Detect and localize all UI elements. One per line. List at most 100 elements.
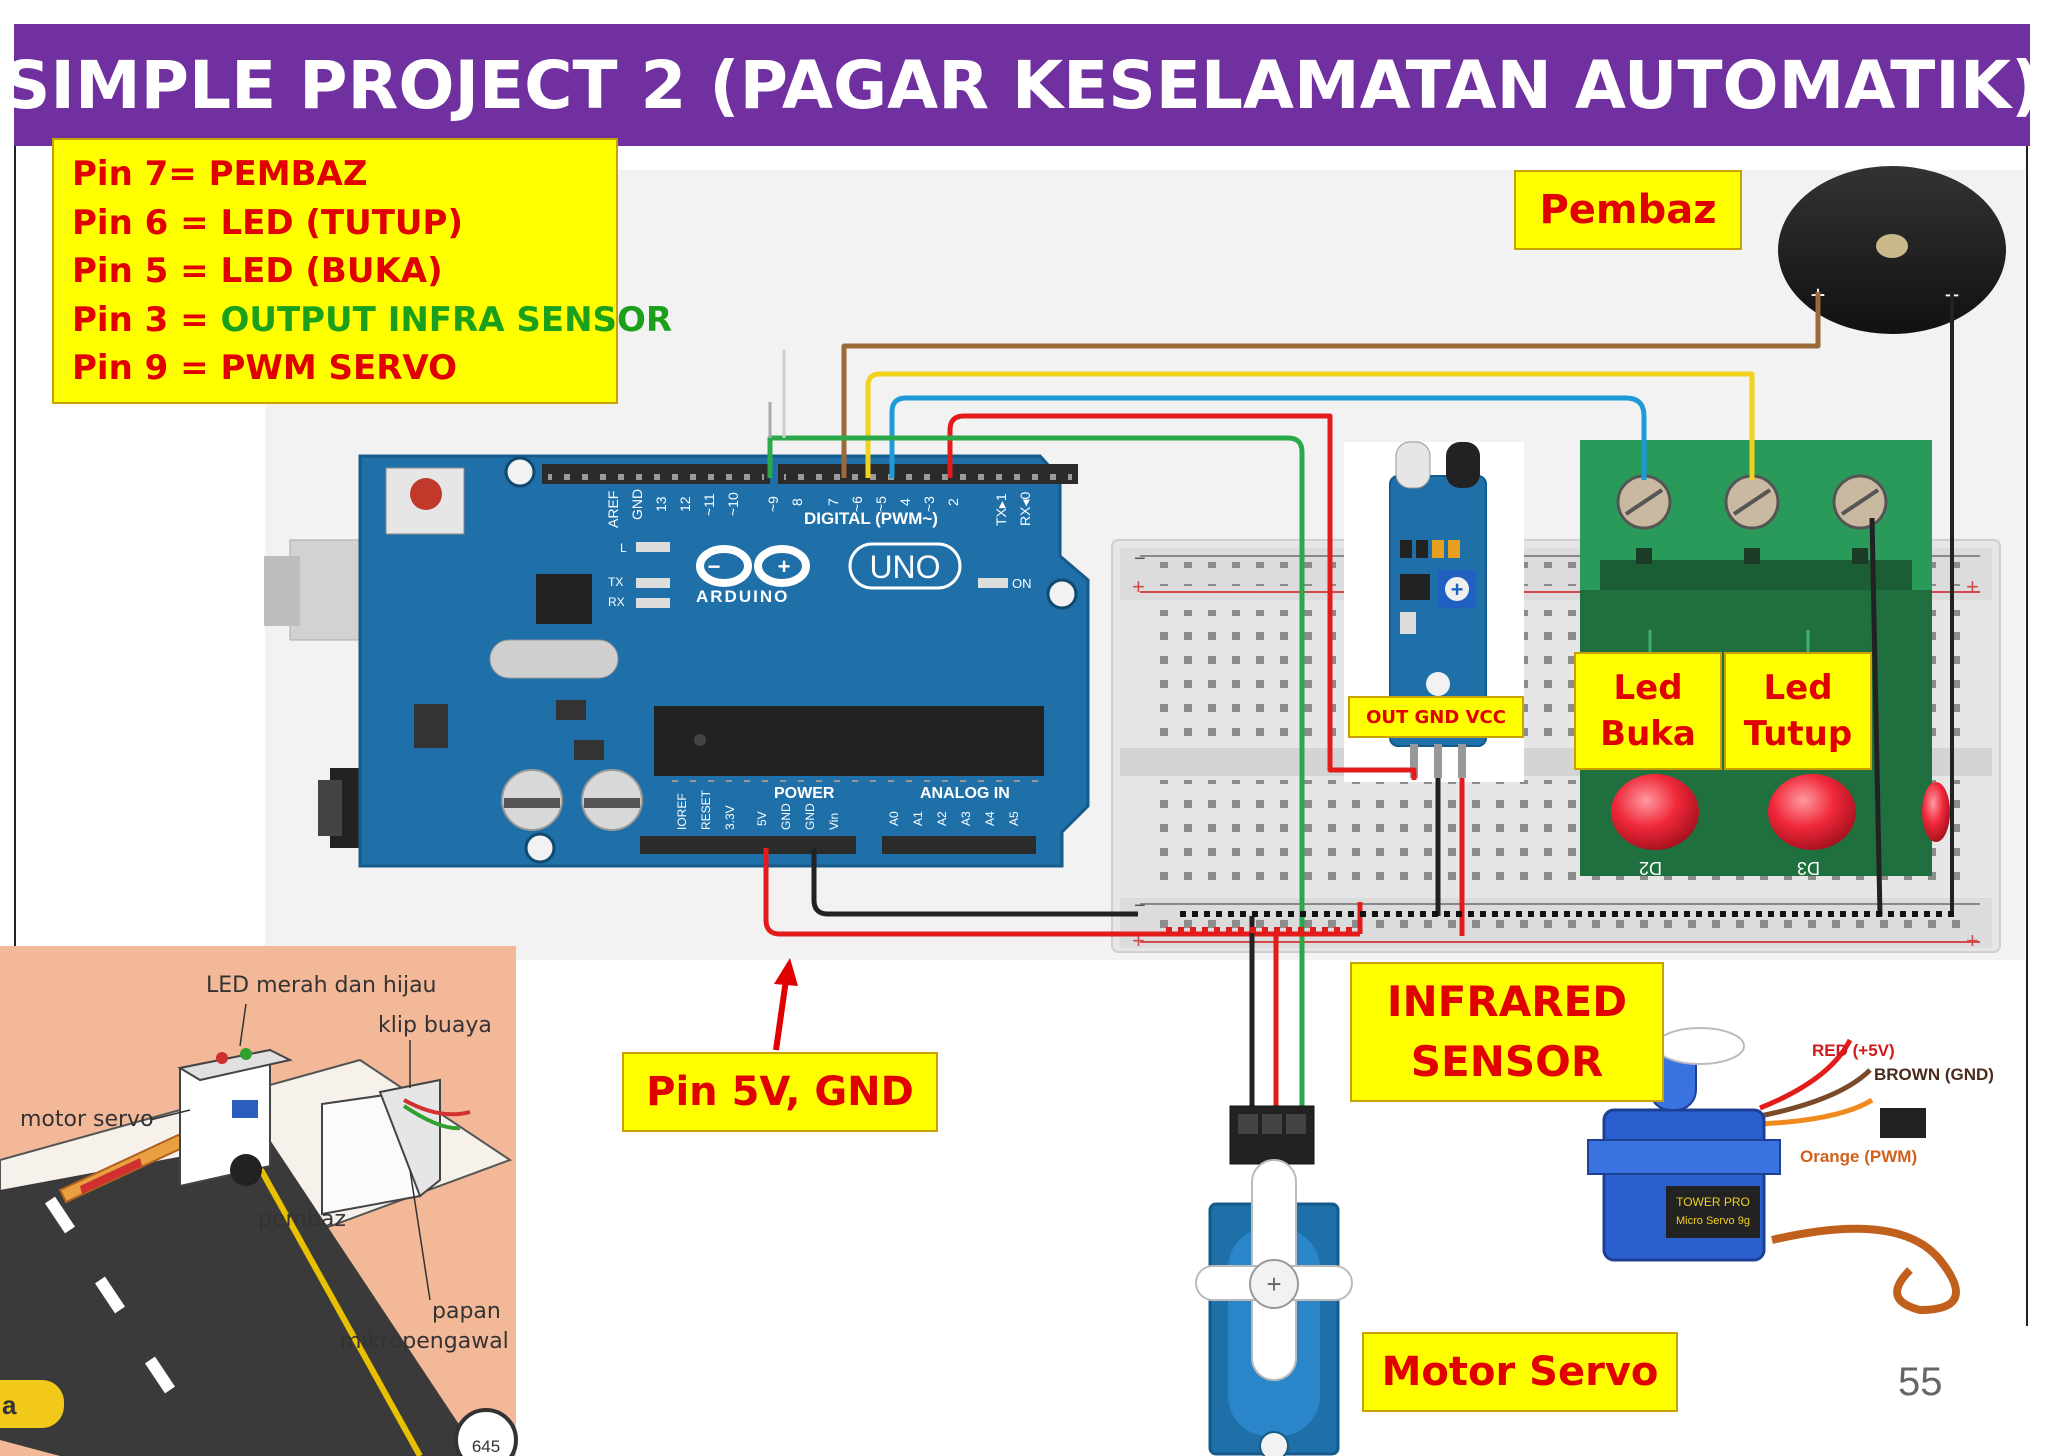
infrared-line2: SENSOR bbox=[1410, 1037, 1604, 1086]
led-tutup-line1: Led bbox=[1763, 668, 1833, 708]
svg-text:RED (+5V): RED (+5V) bbox=[1812, 1041, 1895, 1060]
atmega-chip bbox=[654, 706, 1044, 776]
svg-text:+: + bbox=[1966, 928, 1979, 953]
svg-text:RX◂0: RX◂0 bbox=[1017, 492, 1033, 526]
digital-label: DIGITAL (PWM~) bbox=[804, 509, 938, 528]
servo-motor: + bbox=[1195, 1105, 1353, 1456]
motor-servo-label: Motor Servo bbox=[1362, 1332, 1678, 1412]
pin-line-6: Pin 6 = LED (TUTUP) bbox=[72, 202, 463, 243]
svg-text:~11: ~11 bbox=[701, 493, 717, 516]
svg-text:TX: TX bbox=[608, 575, 623, 589]
title-bar: SIMPLE PROJECT 2 (PAGAR KESELAMATAN AUTO… bbox=[3, 24, 2041, 146]
infrared-sensor-label: INFRARED SENSOR bbox=[1350, 962, 1664, 1102]
svg-text:klip buaya: klip buaya bbox=[378, 1013, 492, 1038]
svg-text:+: + bbox=[1451, 577, 1464, 602]
svg-text:ANALOG IN: ANALOG IN bbox=[920, 785, 1010, 802]
pin-5v-gnd-label: Pin 5V, GND bbox=[622, 1052, 938, 1132]
wire-pin5-led-buka bbox=[889, 395, 1647, 480]
svg-text:papan: papan bbox=[432, 1299, 501, 1324]
page-number: 55 bbox=[1898, 1360, 1943, 1404]
pin-assignment-box: Pin 7= PEMBAZ Pin 6 = LED (TUTUP) Pin 5 … bbox=[52, 138, 673, 404]
buzzer: + − bbox=[1778, 166, 2006, 334]
power-header-labels: IOREF RESET 3.3V 5V GND GND Vin A0 A1 A2… bbox=[675, 789, 1021, 830]
wire-pin6-led-tutup bbox=[865, 371, 1755, 480]
svg-text:A1: A1 bbox=[911, 811, 925, 826]
svg-text:+: + bbox=[778, 554, 791, 579]
svg-text:−: − bbox=[1134, 548, 1146, 570]
wire-pin7-buzzer bbox=[841, 292, 1821, 478]
svg-text:3.3V: 3.3V bbox=[723, 805, 737, 830]
uno-badge: UNO bbox=[848, 542, 962, 590]
svg-text:RX: RX bbox=[608, 595, 625, 609]
svg-text:+: + bbox=[1132, 574, 1145, 599]
svg-text:~3: ~3 bbox=[921, 496, 937, 512]
svg-text:GND: GND bbox=[803, 803, 817, 830]
svg-text:IOREF: IOREF bbox=[675, 793, 689, 830]
svg-text:−: − bbox=[708, 554, 721, 579]
ir-pin-label: OUT GND VCC bbox=[1348, 696, 1524, 738]
svg-text:13: 13 bbox=[653, 496, 669, 512]
svg-text:TOWER PRO: TOWER PRO bbox=[1676, 1195, 1750, 1209]
svg-text:ARDUINO: ARDUINO bbox=[696, 587, 789, 606]
led-buka-line1: Led bbox=[1613, 668, 1683, 708]
svg-text:TX▸1: TX▸1 bbox=[993, 493, 1009, 526]
svg-text:A3: A3 bbox=[959, 811, 973, 826]
led-buka-label: Led Buka bbox=[1574, 652, 1722, 770]
svg-text:GND: GND bbox=[779, 803, 793, 830]
arduino-uno-board: AREF GND 13 12 ~11 ~10 ~9 8 7 ~6 ~5 4 ~3… bbox=[264, 454, 1090, 868]
svg-text:7: 7 bbox=[825, 498, 841, 506]
svg-text:+: + bbox=[1266, 1269, 1281, 1299]
svg-text:Orange (PWM): Orange (PWM) bbox=[1800, 1147, 1917, 1166]
svg-text:GND: GND bbox=[629, 489, 645, 520]
svg-text:D2: D2 bbox=[1639, 858, 1662, 878]
pin5v-arrow bbox=[773, 958, 798, 1051]
book-illustration: LED merah dan hijau klip buaya motor ser… bbox=[0, 946, 518, 1456]
svg-text:Vin: Vin bbox=[827, 813, 841, 830]
wire-pin3-ir-out bbox=[947, 413, 1417, 780]
svg-text:A0: A0 bbox=[887, 811, 901, 826]
led-tutup-line2: Tutup bbox=[1743, 714, 1853, 754]
svg-text:RESET: RESET bbox=[699, 789, 713, 830]
led-buka-line2: Buka bbox=[1600, 714, 1696, 754]
pin-line-5: Pin 5 = LED (BUKA) bbox=[72, 251, 443, 291]
svg-text:4: 4 bbox=[897, 498, 913, 506]
svg-text:12: 12 bbox=[677, 496, 693, 512]
svg-text:Micro Servo 9g: Micro Servo 9g bbox=[1676, 1215, 1750, 1227]
wires bbox=[763, 292, 1954, 1110]
pin-line-7: Pin 7= PEMBAZ bbox=[72, 154, 368, 194]
svg-text:−: − bbox=[1134, 895, 1146, 917]
right-border bbox=[2026, 146, 2028, 1326]
svg-text:UNO: UNO bbox=[869, 549, 940, 585]
svg-text:A2: A2 bbox=[935, 811, 949, 826]
svg-text:A5: A5 bbox=[1007, 811, 1021, 826]
svg-text:8: 8 bbox=[789, 498, 805, 506]
svg-text:~6: ~6 bbox=[849, 496, 865, 512]
svg-text:LED merah dan hijau: LED merah dan hijau bbox=[206, 973, 437, 998]
left-border bbox=[14, 146, 16, 946]
svg-text:POWER: POWER bbox=[774, 785, 835, 802]
svg-text:L: L bbox=[620, 541, 627, 555]
digital-header-labels: AREF GND 13 12 ~11 ~10 ~9 8 7 ~6 ~5 4 ~3… bbox=[605, 489, 1033, 528]
svg-text:a: a bbox=[2, 1390, 17, 1420]
svg-text:motor servo: motor servo bbox=[20, 1107, 154, 1132]
svg-text:ON: ON bbox=[1012, 576, 1032, 591]
svg-text:pembaz: pembaz bbox=[258, 1207, 346, 1232]
svg-text:mikropengawal: mikropengawal bbox=[340, 1329, 509, 1354]
pin-line-9: Pin 9 = PWM SERVO bbox=[72, 348, 458, 388]
led-tutup-label: Led Tutup bbox=[1724, 652, 1872, 770]
svg-text:+: + bbox=[1966, 574, 1979, 599]
svg-text:~9: ~9 bbox=[765, 496, 781, 512]
svg-text:AREF: AREF bbox=[605, 491, 621, 528]
servo-photo: TOWER PRO Micro Servo 9g RED (+5V) BROWN… bbox=[1544, 980, 2014, 1320]
svg-text:5V: 5V bbox=[755, 811, 769, 826]
infrared-line1: INFRARED bbox=[1386, 977, 1628, 1026]
svg-text:~5: ~5 bbox=[873, 496, 889, 512]
wire-gnd-rail bbox=[811, 848, 1138, 917]
svg-text:645: 645 bbox=[472, 1437, 500, 1456]
wire-5v-rail bbox=[763, 848, 1360, 937]
svg-text:2: 2 bbox=[945, 498, 961, 506]
pin-line-3: Pin 3 = OUTPUT INFRA SENSOR bbox=[72, 299, 673, 340]
wire-pin9-servo bbox=[767, 435, 1305, 1110]
svg-text:A4: A4 bbox=[983, 811, 997, 826]
